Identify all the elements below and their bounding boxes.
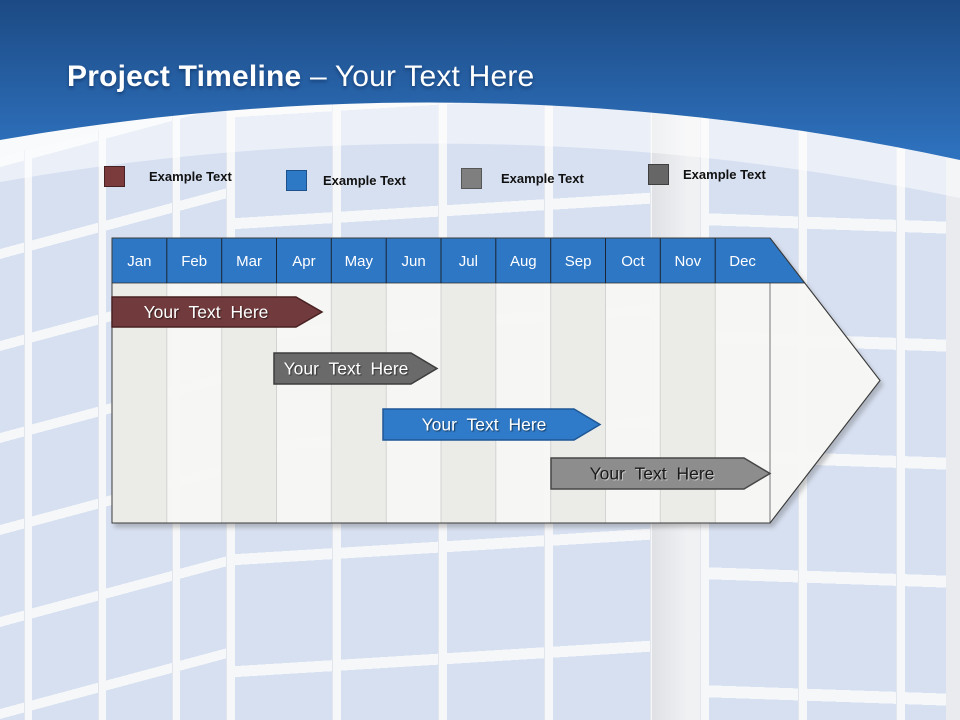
month-label-apr: Apr (292, 253, 315, 270)
bar-label-text[interactable]: Your Text Here (144, 302, 269, 322)
bar-label-text[interactable]: Your Text Here (284, 359, 409, 379)
legend-swatch-icon (461, 168, 482, 189)
timeline-arrow-outline (111, 237, 881, 524)
month-header-separators (166, 238, 716, 283)
month-labels: Jan Feb Mar Apr May Jun Jul Aug Sep Oct … (127, 253, 756, 270)
month-label-oct: Oct (621, 253, 645, 270)
month-label-feb: Feb (181, 253, 207, 270)
title-main[interactable]: Project Timeline (67, 60, 302, 93)
title-placeholder[interactable]: – Your Text Here (309, 60, 535, 93)
bar-label-text[interactable]: Your Text Here (422, 415, 547, 435)
legend-item-1[interactable]: Example Text (104, 166, 232, 187)
month-label-jun: Jun (402, 253, 426, 270)
legend-label[interactable]: Example Text (501, 171, 584, 186)
gantt-bar-4[interactable]: Your Text Here (550, 457, 772, 490)
gantt-bar-1[interactable]: Your Text Here (111, 296, 324, 328)
legend-item-3[interactable]: Example Text (461, 168, 584, 189)
legend-swatch-icon (286, 170, 307, 191)
month-label-nov: Nov (674, 253, 701, 270)
month-label-jan: Jan (127, 253, 151, 270)
header-curve-glow (0, 102, 960, 198)
month-label-may: May (345, 253, 374, 270)
gantt-bar-3[interactable]: Your Text Here (382, 408, 602, 441)
month-label-sep: Sep (565, 253, 592, 270)
gantt-bar-2[interactable]: Your Text Here (273, 352, 439, 385)
bar-arrow-shape[interactable] (273, 352, 439, 385)
legend-label[interactable]: Example Text (149, 169, 232, 184)
building-corner (946, 80, 960, 720)
legend-label[interactable]: Example Text (323, 173, 406, 188)
column-gridlines (166, 238, 771, 523)
bar-arrow-shape[interactable] (550, 457, 772, 490)
month-label-aug: Aug (510, 253, 537, 270)
bar-arrow-shape[interactable] (382, 408, 602, 441)
bar-label-text[interactable]: Your Text Here (590, 464, 715, 484)
slide-title[interactable]: Project Timeline – Your Text Here (67, 60, 534, 94)
legend-item-4[interactable]: Example Text (648, 164, 766, 185)
month-label-mar: Mar (236, 253, 262, 270)
legend-item-2[interactable]: Example Text (286, 170, 406, 191)
month-label-jul: Jul (459, 253, 478, 270)
legend-label[interactable]: Example Text (683, 167, 766, 182)
header-curve (0, 0, 960, 160)
legend-swatch-icon (104, 166, 125, 187)
legend-swatch-icon (648, 164, 669, 185)
bar-arrow-shape[interactable] (111, 296, 324, 328)
header-band (0, 0, 960, 198)
month-label-dec: Dec (729, 253, 756, 270)
